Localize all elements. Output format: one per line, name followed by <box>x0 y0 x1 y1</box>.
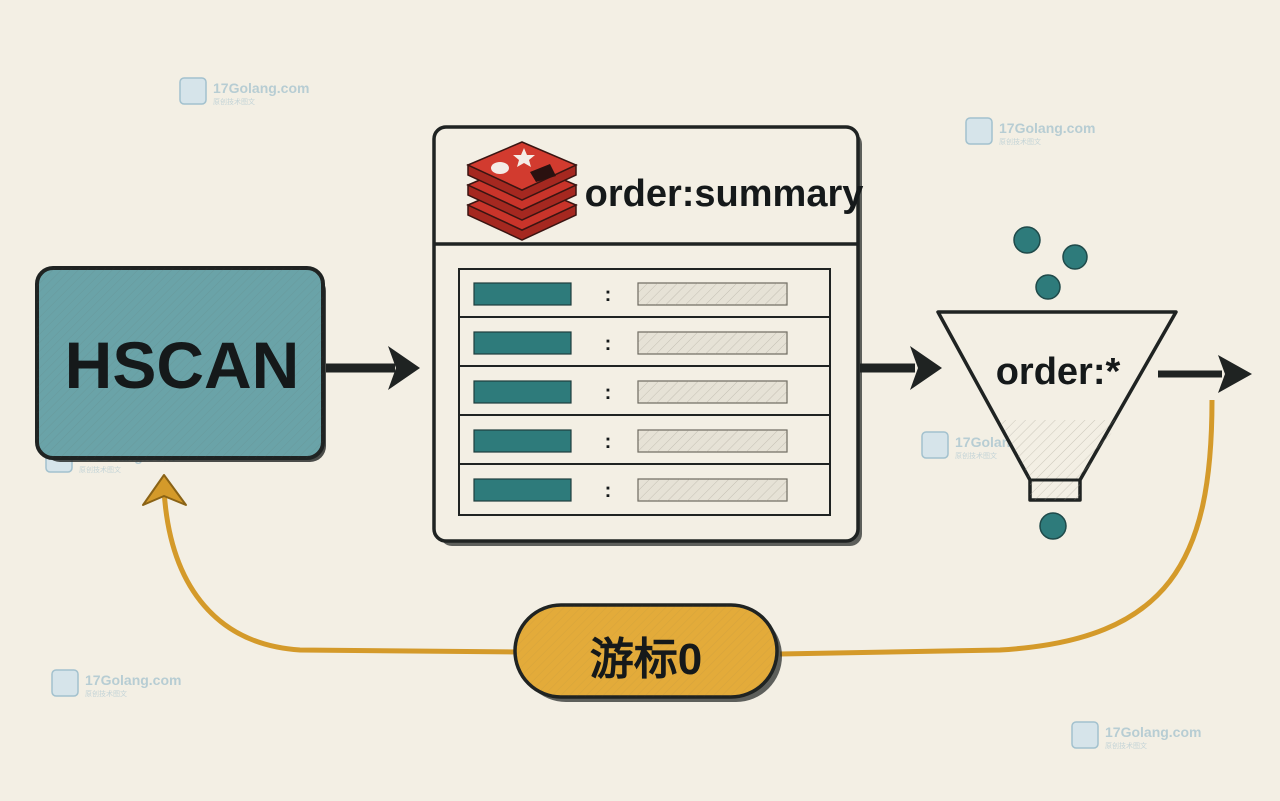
hash-row: : <box>473 429 788 453</box>
arrow-table-to-filter <box>860 346 942 390</box>
hash-row: : <box>473 478 788 502</box>
17golang-logo-icon <box>51 669 79 697</box>
hash-row-separator: : <box>605 284 612 306</box>
hash-value-hatch <box>638 381 787 403</box>
hash-row-separator: : <box>605 431 612 453</box>
17golang-logo-icon <box>921 431 949 459</box>
watermark-subtext: 原创技术图文 <box>955 451 997 460</box>
hash-field-bar <box>473 380 572 404</box>
cursor-label: 游标0 <box>590 635 702 684</box>
watermark-subtext: 原创技术图文 <box>85 689 127 698</box>
hash-key-name: order:summary <box>585 173 864 215</box>
watermark-text: 17Golang.com <box>85 672 181 688</box>
arrow-filter-output <box>1158 355 1252 393</box>
watermark-text: 17Golang.com <box>1105 724 1201 740</box>
hash-row-separator: : <box>605 480 612 502</box>
hash-row: : <box>473 380 788 404</box>
cursor-pill: 游标0 <box>513 603 782 702</box>
cursor-loop-arrow <box>142 399 1215 657</box>
hash-field-bar <box>473 282 572 306</box>
hash-table-card: order:summary ::::: <box>432 125 864 546</box>
filtered-ball <box>1039 512 1067 540</box>
watermark-subtext: 原创技术图文 <box>79 465 121 474</box>
hash-row: : <box>473 282 788 306</box>
hash-value-hatch <box>638 283 787 305</box>
17golang-logo-icon <box>179 77 207 105</box>
watermark-text: 17Golang.com <box>999 120 1095 136</box>
hash-value-hatch <box>638 430 787 452</box>
hash-row-separator: : <box>605 382 612 404</box>
hash-row: : <box>473 331 788 355</box>
watermark-subtext: 原创技术图文 <box>213 97 255 106</box>
funnel-ball <box>1035 274 1061 300</box>
funnel-ball <box>1013 226 1041 254</box>
hscan-label: HSCAN <box>65 328 300 402</box>
arrow-command-to-table <box>326 346 420 390</box>
hash-rows: ::::: <box>473 282 788 502</box>
watermark-subtext: 原创技术图文 <box>999 137 1041 146</box>
hash-field-bar <box>473 331 572 355</box>
filter-pattern-label: order:* <box>996 351 1121 393</box>
funnel-ball <box>1062 244 1088 270</box>
funnel-icon: order:* <box>936 226 1178 540</box>
watermark-subtext: 原创技术图文 <box>1105 741 1147 750</box>
hash-value-hatch <box>638 332 787 354</box>
hash-field-bar <box>473 478 572 502</box>
hash-row-separator: : <box>605 333 612 355</box>
17golang-logo-icon <box>1071 721 1099 749</box>
hash-value-hatch <box>638 479 787 501</box>
redis-logo-icon <box>466 141 578 241</box>
hash-field-bar <box>473 429 572 453</box>
17golang-logo-icon <box>965 117 993 145</box>
watermark-text: 17Golang.com <box>213 80 309 96</box>
hscan-command-box: HSCAN <box>35 266 326 462</box>
